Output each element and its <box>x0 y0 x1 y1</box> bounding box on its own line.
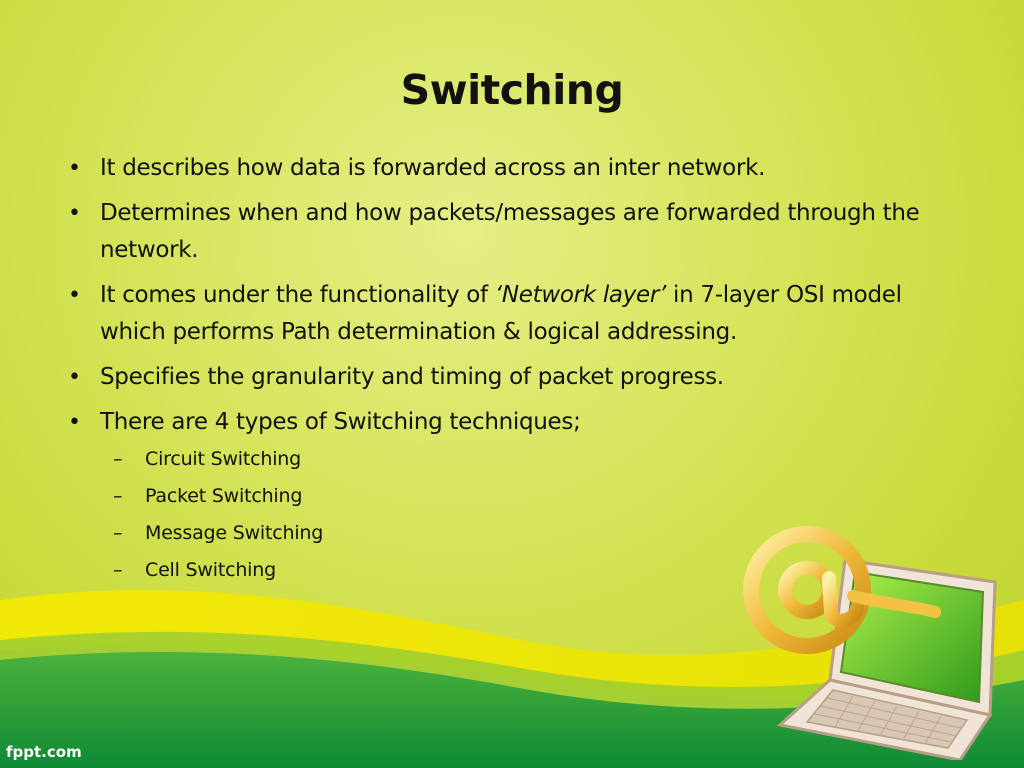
bullet-item: • There are 4 types of Switching techniq… <box>68 404 968 441</box>
sub-symbol: – <box>113 485 123 507</box>
bullet-item: • Specifies the granularity and timing o… <box>68 359 968 396</box>
bullet-item: • It comes under the functionality of ‘N… <box>68 277 968 351</box>
bullet-list: • It describes how data is forwarded acr… <box>68 150 968 589</box>
sub-item-text: Cell Switching <box>145 559 276 581</box>
sub-item-circuit-switching: – Circuit Switching <box>68 441 968 478</box>
laptop-with-at-sign-icon <box>743 526 997 760</box>
sub-item-text: Message Switching <box>145 522 324 544</box>
sub-symbol: – <box>113 448 123 470</box>
bullet-symbol: • <box>68 410 81 435</box>
sub-item-text: Packet Switching <box>145 485 303 507</box>
slide-title: Switching <box>400 66 624 114</box>
bullet-text: There are 4 types of Switching technique… <box>100 409 581 435</box>
bullet-symbol: • <box>68 156 81 181</box>
bullet-symbol: • <box>68 365 81 390</box>
sub-item-text: Circuit Switching <box>145 448 301 470</box>
bullet-text: Specifies the granularity and timing of … <box>100 364 724 390</box>
yellow-wave <box>0 589 1024 701</box>
brand-watermark: fppt.com <box>6 743 82 761</box>
sub-item-cell-switching: – Cell Switching <box>68 552 968 589</box>
bullet-symbol: • <box>68 283 81 308</box>
dark-green-wave <box>0 651 1024 768</box>
light-green-wave <box>0 631 1024 718</box>
bullet-item: • Determines when and how packets/messag… <box>68 195 968 269</box>
bullet-symbol: • <box>68 201 81 226</box>
bullet-text: It describes how data is forwarded acros… <box>100 155 766 181</box>
bullet-text-end: in 7-layer OSI model which performs Path… <box>100 282 902 345</box>
sub-item-packet-switching: – Packet Switching <box>68 478 968 515</box>
sub-list: – Circuit Switching – Packet Switching –… <box>68 441 968 589</box>
bullet-text: Determines when and how packets/messages… <box>100 200 920 263</box>
bullet-item: • It describes how data is forwarded acr… <box>68 150 968 187</box>
bullet-emphasis: ‘Network layer’ <box>494 282 667 308</box>
sub-symbol: – <box>113 522 123 544</box>
sub-item-message-switching: – Message Switching <box>68 515 968 552</box>
sub-symbol: – <box>113 559 123 581</box>
bullet-text-start: It comes under the functionality of <box>100 282 495 308</box>
